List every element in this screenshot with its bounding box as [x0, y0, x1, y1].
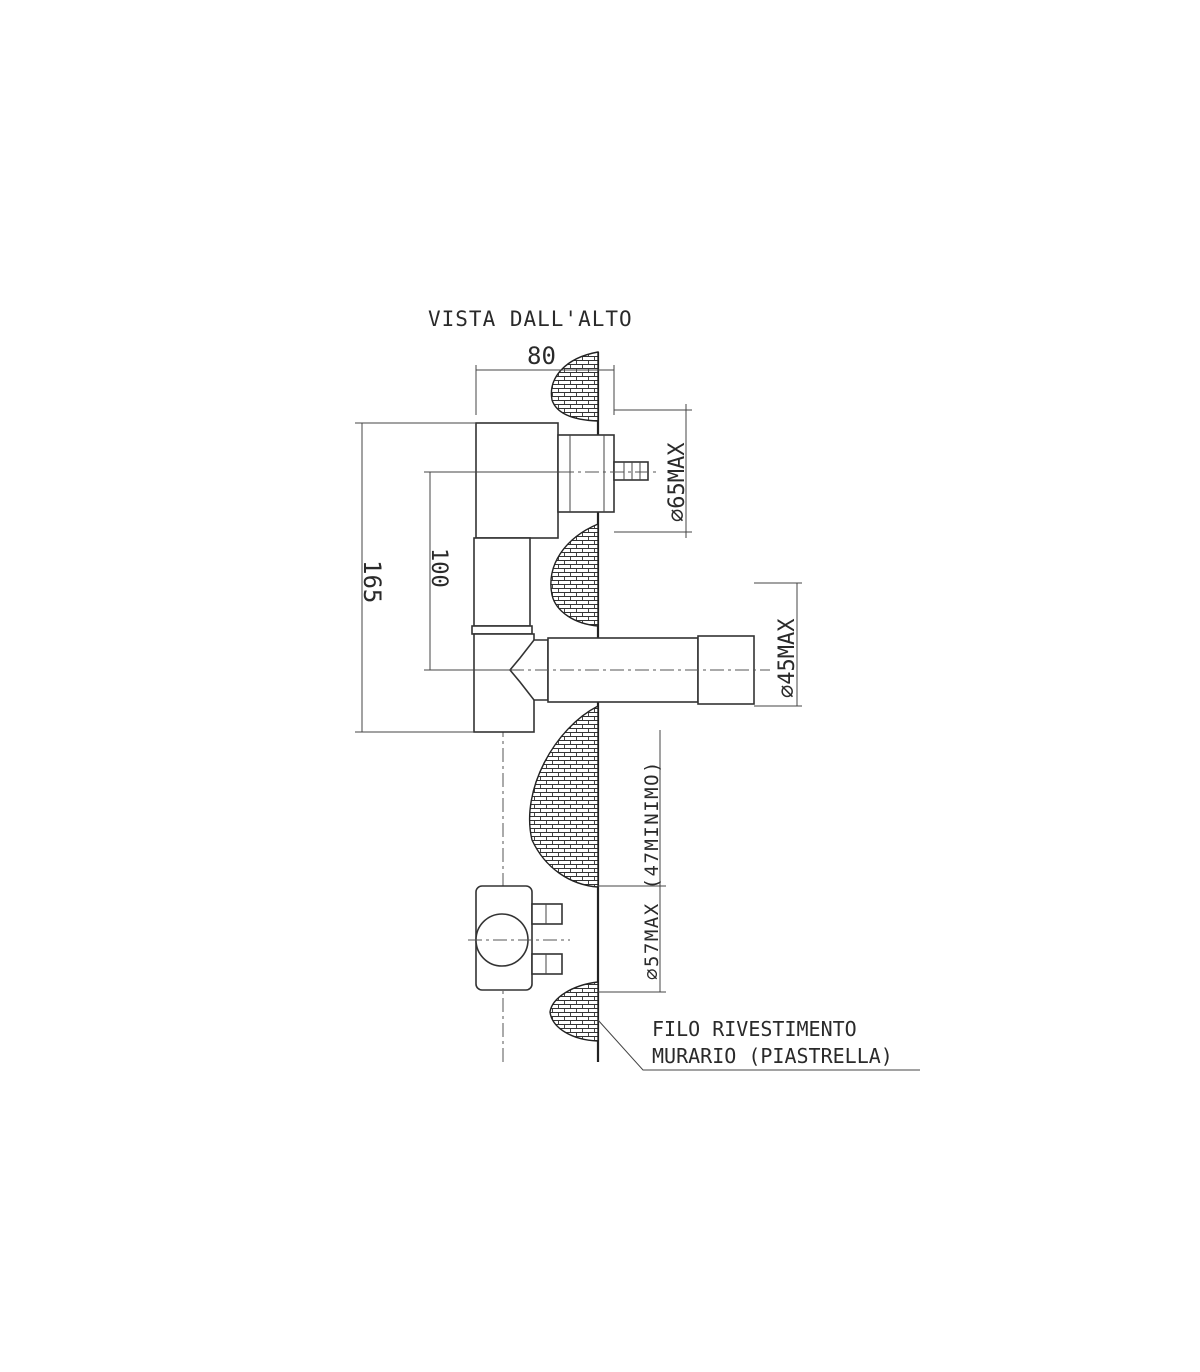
wall-note-line-1: FILO RIVESTIMENTO	[652, 1017, 857, 1041]
dimension-overall-length: 165	[358, 560, 386, 603]
cartridge-spindle	[613, 461, 649, 481]
view-title: VISTA DALL'ALTO	[428, 307, 633, 331]
dimension-diameter-top: ⌀65MAX	[665, 442, 690, 522]
dimension-inner-length: 100	[426, 548, 451, 588]
valve-top-block	[475, 422, 559, 539]
cartridge-housing	[557, 434, 615, 513]
wall-section-2	[550, 522, 599, 627]
dimension-diameter-middle: ⌀45MAX	[775, 618, 800, 698]
valve-tube	[473, 537, 531, 627]
dimension-width-top: 80	[527, 342, 556, 370]
bottom-fitting-port-top	[531, 903, 563, 925]
valve-ring	[471, 625, 533, 635]
wall-note-line-2: MURARIO (PIASTRELLA)	[652, 1044, 893, 1068]
dimension-diameter-bottom: ⌀57MAX (47MINIMO)	[641, 760, 663, 980]
wall-section-1	[550, 351, 599, 422]
bottom-fitting-port-bottom	[531, 953, 563, 975]
wall-section-3	[528, 704, 599, 888]
wall-note-leader	[597, 1019, 920, 1071]
wall-section-4	[549, 981, 599, 1042]
